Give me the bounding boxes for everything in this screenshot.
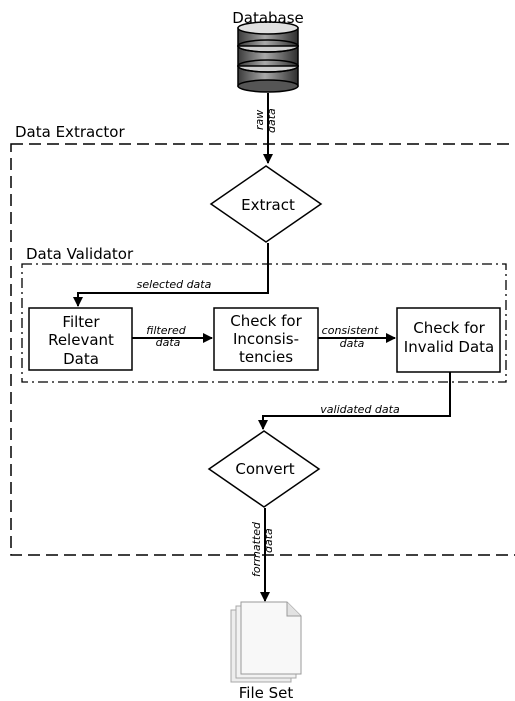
convert-node: Convert xyxy=(207,430,321,508)
svg-text:formatted: formatted xyxy=(250,521,263,577)
extract-label: Extract xyxy=(241,196,295,214)
database-label: Database xyxy=(232,9,304,27)
data-validator-label: Data Validator xyxy=(26,245,134,263)
edge-label-selected: selected data xyxy=(137,278,212,291)
filter-relevant-data-node: Filter Relevant Data xyxy=(28,307,133,371)
file-set-icon xyxy=(230,601,302,683)
svg-text:data: data xyxy=(265,108,278,133)
extract-node: Extract xyxy=(209,165,323,243)
edge-label-consistent-2: data xyxy=(340,337,365,350)
check-invalid-data-node: Check for Invalid Data xyxy=(396,307,501,373)
check-inconsistencies-node: Check for Inconsis- tencies xyxy=(213,307,319,371)
edge-label-consistent-1: consistent xyxy=(322,324,379,337)
edge-selected-data xyxy=(73,243,269,307)
svg-text:Data: Data xyxy=(63,350,99,368)
edge-label-raw: raw data xyxy=(253,108,278,133)
data-extractor-boundary xyxy=(10,143,515,556)
edge-validated-data xyxy=(258,372,451,430)
svg-text:Relevant: Relevant xyxy=(48,331,114,349)
svg-text:Invalid Data: Invalid Data xyxy=(404,338,494,356)
file-set-label: File Set xyxy=(239,684,294,701)
data-extractor-label: Data Extractor xyxy=(15,123,125,141)
svg-text:raw: raw xyxy=(253,110,266,130)
svg-text:Filter: Filter xyxy=(62,313,100,331)
convert-label: Convert xyxy=(235,460,294,478)
edge-label-filtered-2: data xyxy=(156,336,181,349)
svg-text:data: data xyxy=(262,528,275,553)
edge-label-filtered-1: filtered xyxy=(146,324,187,337)
edge-label-formatted: formatted data xyxy=(250,521,275,577)
data-validator-boundary xyxy=(21,263,507,383)
database-icon xyxy=(237,21,299,93)
edge-label-validated: validated data xyxy=(320,403,400,416)
svg-text:Inconsis-: Inconsis- xyxy=(233,330,299,348)
svg-text:tencies: tencies xyxy=(239,348,293,366)
svg-text:Check for: Check for xyxy=(413,319,485,337)
svg-text:Check for: Check for xyxy=(230,312,302,330)
